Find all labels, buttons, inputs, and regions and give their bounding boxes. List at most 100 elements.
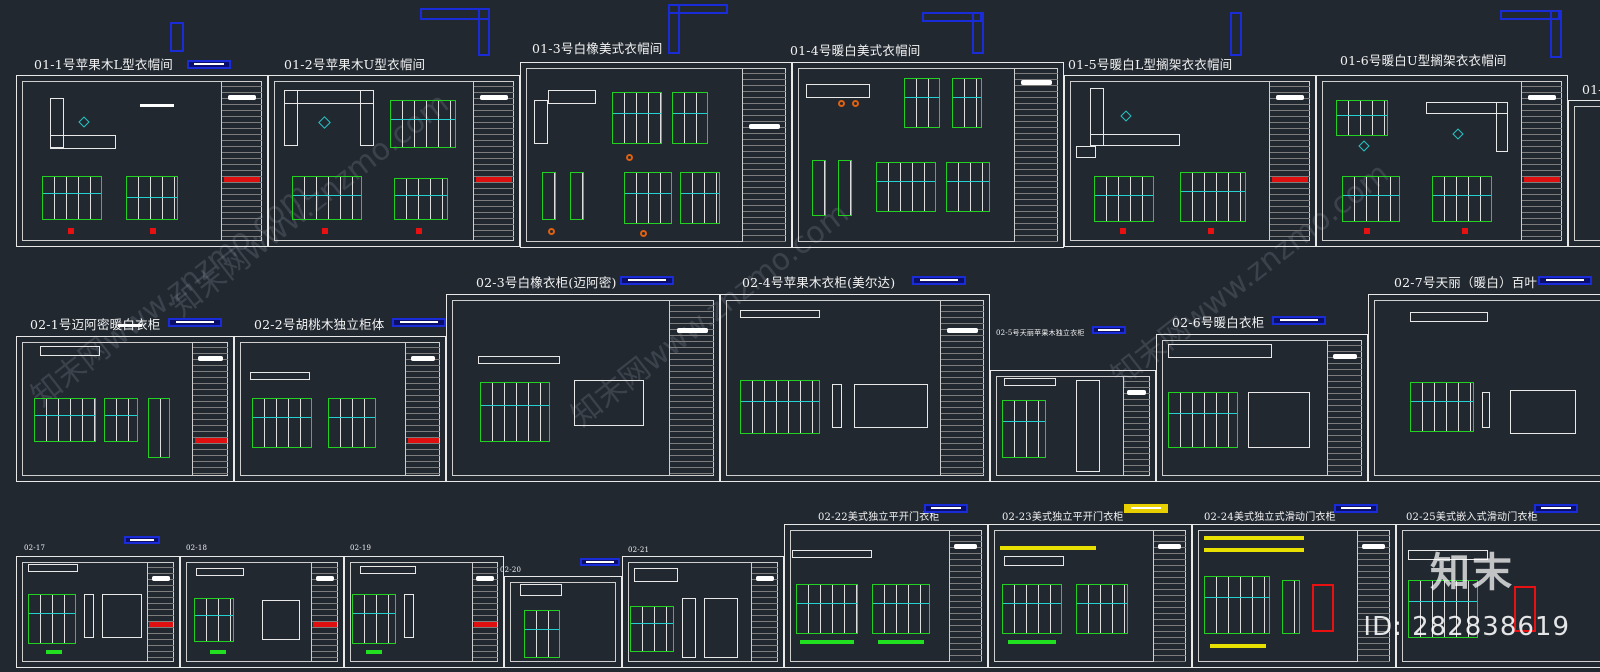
cabinet-elevation [876,162,936,212]
cabinet-elevation [328,398,376,448]
cabinet-elevation [1094,176,1154,222]
drawing-sheet[interactable] [1064,75,1316,247]
green-marker [210,650,226,654]
drawing-title: 01-1号苹果木L型衣帽间 [34,57,173,72]
title-tag [1272,316,1326,325]
cabinet-elevation [946,162,990,212]
title-tag [1124,504,1168,513]
drawing-sheet[interactable] [1396,524,1600,668]
title-tag [1092,326,1126,334]
drawing-title: 02-18 [186,544,208,552]
drawing-sheet[interactable] [1568,100,1600,247]
red-marker [416,228,422,234]
blue-cabinet-outline [170,22,184,52]
drawing-sheet[interactable] [1192,524,1396,668]
title-tag [620,276,674,285]
cabinet-plan [1496,102,1508,152]
cabinet-elevation [952,78,982,128]
drawing-title: 02-21 [628,546,650,554]
drawing-title: 02-17 [24,544,46,552]
blue-cabinet-outline [668,4,728,14]
cabinet-elevation [680,172,720,224]
green-marker [366,650,382,654]
cabinet-plan [534,100,548,144]
cabinet-elevation [570,172,584,220]
title-tag [1538,276,1592,285]
drawing-sheet[interactable] [16,75,268,247]
cabinet-plan [250,372,310,380]
cabinet-elevation [1002,584,1062,634]
drawing-sheet[interactable] [180,556,344,668]
cabinet-elevation [390,100,456,148]
drawing-sheet[interactable] [784,524,988,668]
blank-view-box [682,598,696,658]
drawing-sheet[interactable] [792,62,1064,248]
orange-marker [838,100,845,107]
drawing-sheet[interactable] [720,294,990,482]
blue-cabinet-outline [1550,10,1562,58]
blue-cabinet-outline [1500,10,1560,20]
red-marker [68,228,74,234]
drawing-sheet[interactable] [504,576,622,668]
cabinet-elevation [524,610,560,658]
cabinet-elevation [1168,392,1238,448]
cabinet-elevation [904,78,940,128]
cabinet-plan [1076,146,1096,158]
drawing-sheet[interactable] [16,336,234,482]
drawing-sheet[interactable] [988,524,1192,668]
green-marker [1008,640,1056,644]
cabinet-plan [634,568,678,582]
cabinet-elevation [796,584,858,634]
cabinet-elevation [1204,576,1270,634]
red-marker [150,228,156,234]
cabinet-elevation [292,176,362,220]
red-marker [1364,228,1370,234]
drawing-title: 02-2号胡桃木独立柜体 [254,317,385,332]
blank-view-box [1248,392,1310,448]
drawing-sheet[interactable] [344,556,504,668]
cabinet-elevation [838,160,852,216]
drawing-sheet[interactable] [990,370,1156,482]
cabinet-plan [40,346,100,356]
cabinet-plan [548,90,596,104]
drawing-title: 02-19 [350,544,372,552]
cabinet-plan [196,568,244,576]
drawing-sheet[interactable] [622,556,784,668]
title-tag [580,558,620,566]
drawing-sheet[interactable] [268,75,520,247]
cabinet-plan [28,564,78,572]
blank-view-box [1482,392,1490,428]
yellow-marker [1204,536,1304,540]
drawing-sheet[interactable] [446,294,720,482]
yellow-marker [1000,546,1096,550]
blank-view-box [832,384,842,428]
cabinet-elevation [480,382,550,442]
blank-view-box [262,600,300,640]
cabinet-plan [792,550,872,558]
drawing-sheet[interactable] [234,336,446,482]
cabinet-plan [740,310,820,318]
drawing-sheet[interactable] [1156,334,1368,482]
cabinet-plan [1408,550,1488,560]
cabinet-elevation [148,398,170,458]
drawing-sheet[interactable] [16,556,180,668]
cabinet-plan [520,584,562,596]
drawing-title: 02-7号天丽（暖白）百叶 [1394,275,1538,290]
drawing-sheet[interactable] [1368,294,1600,482]
note-bar [118,324,142,327]
drawing-title: 02-3号白橡衣柜(迈阿密) [476,275,617,290]
title-tag [187,60,231,69]
cabinet-elevation [740,380,820,434]
cabinet-plan [1410,312,1488,322]
drawing-title: 01- [1582,82,1600,97]
drawing-sheet[interactable] [1316,75,1568,247]
image-id-text: ID: 282838619 [1363,612,1570,642]
drawing-sheet[interactable] [520,62,792,248]
yellow-marker [1210,644,1266,648]
blue-cabinet-outline [1230,12,1242,56]
drawing-title: 01-2号苹果木U型衣帽间 [284,57,426,72]
red-marker [1462,228,1468,234]
yellow-marker [1204,548,1304,552]
cabinet-elevation [28,594,76,644]
